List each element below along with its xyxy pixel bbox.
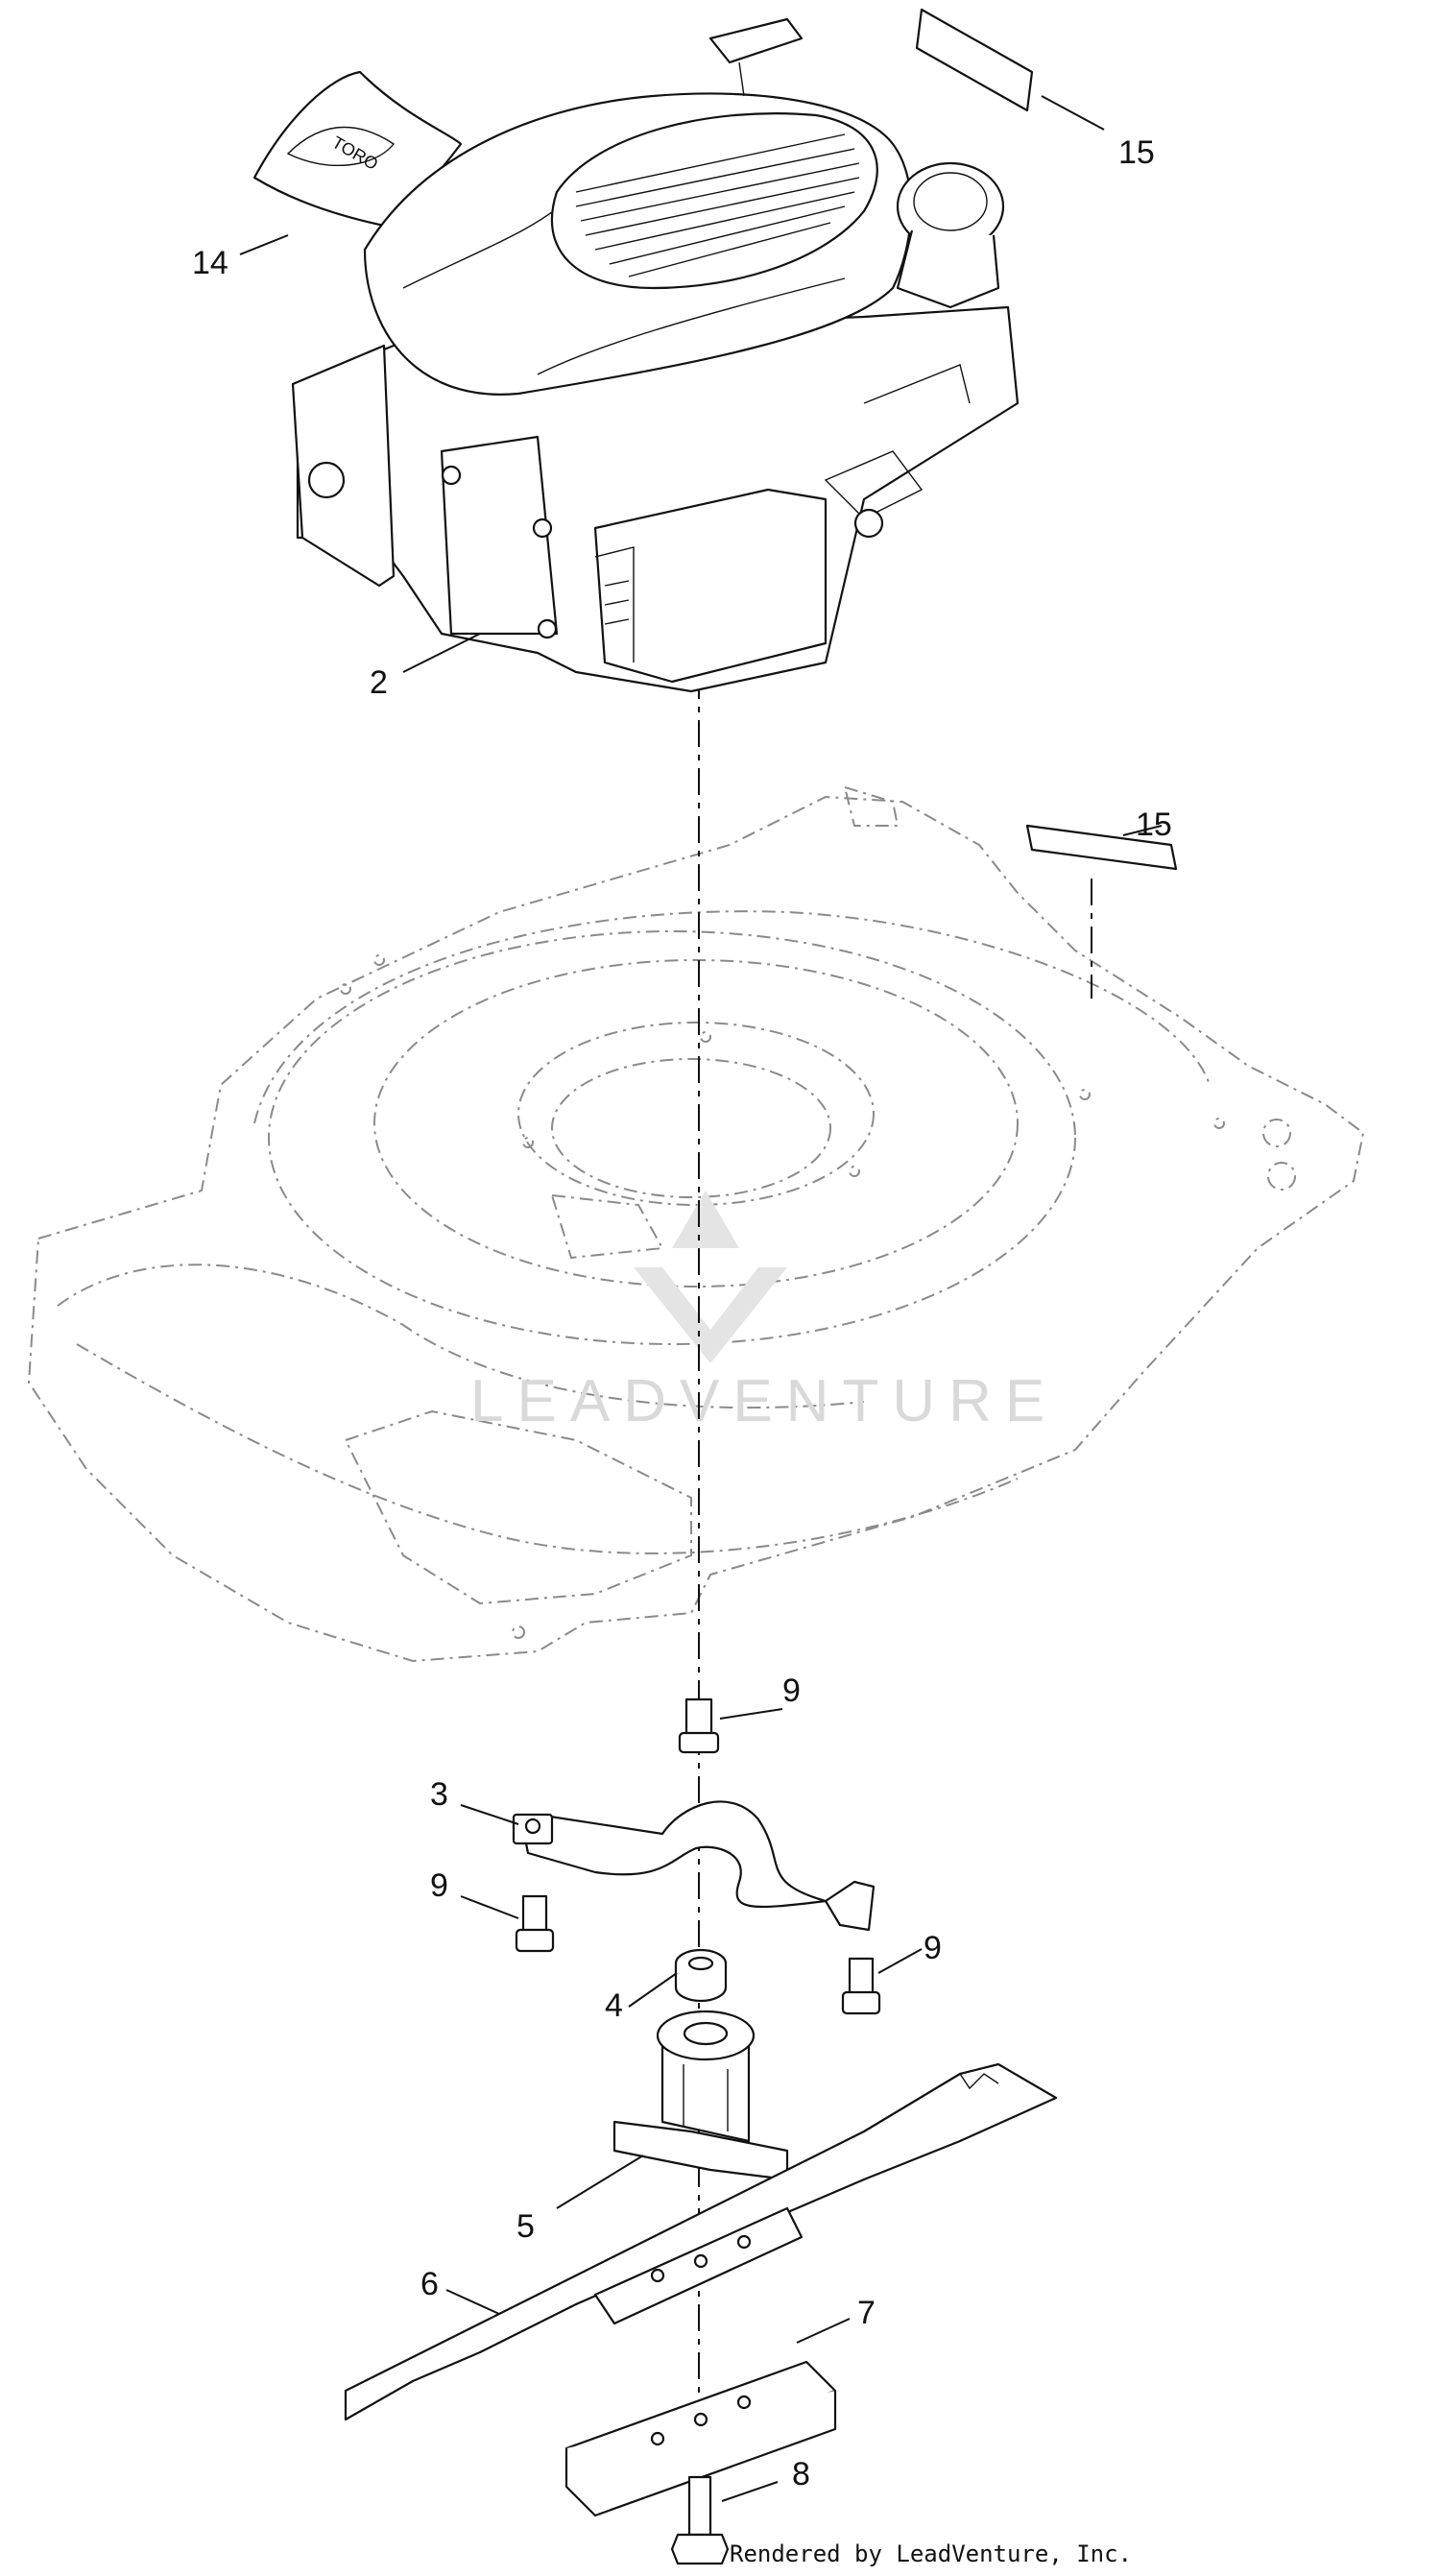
stiffener-7 xyxy=(564,2360,837,2517)
callout-7: 7 xyxy=(857,2295,876,2331)
render-credit: Rendered by LeadVenture, Inc. xyxy=(730,2540,1132,2567)
bolt-9-center xyxy=(678,1697,720,1754)
bolt-9-left xyxy=(515,1894,555,1953)
decal-14: TORO xyxy=(252,70,463,228)
recoil-grille-fins xyxy=(575,133,860,277)
callout-4: 4 xyxy=(605,1987,623,2024)
callout-9-center: 9 xyxy=(782,1673,801,1709)
baffle-bracket-3 xyxy=(512,1800,876,1932)
decal-15-upper xyxy=(915,8,1034,112)
blade-6 xyxy=(344,2062,1058,2421)
leadventure-watermark: LEADVENTURE xyxy=(470,1191,1058,1434)
callout-5: 5 xyxy=(516,2208,535,2245)
callout-2: 2 xyxy=(370,664,388,701)
callouts: 14 15 2 15 9 3 9 9 4 5 6 7 8 xyxy=(192,134,1172,2492)
watermark-text: LEADVENTURE xyxy=(470,1368,1058,1434)
spacer-4 xyxy=(674,1948,728,2003)
callout-6: 6 xyxy=(420,2266,439,2302)
engine-assembly xyxy=(291,17,1020,693)
callout-3: 3 xyxy=(430,1776,448,1813)
leader-lines xyxy=(239,95,1163,2502)
callout-15-upper: 15 xyxy=(1118,134,1155,171)
callout-15-lower: 15 xyxy=(1136,807,1172,843)
blade-adapter-5 xyxy=(612,2010,789,2181)
bolt-9-right xyxy=(841,1957,881,2015)
callout-9-right: 9 xyxy=(924,1930,942,1966)
callout-14: 14 xyxy=(192,245,228,281)
callout-9-left: 9 xyxy=(430,1867,448,1904)
decal-15-lower xyxy=(1025,824,1178,871)
mower-deck xyxy=(27,785,1365,1663)
blade-bolt-8 xyxy=(670,2475,730,2565)
callout-8: 8 xyxy=(792,2456,810,2492)
